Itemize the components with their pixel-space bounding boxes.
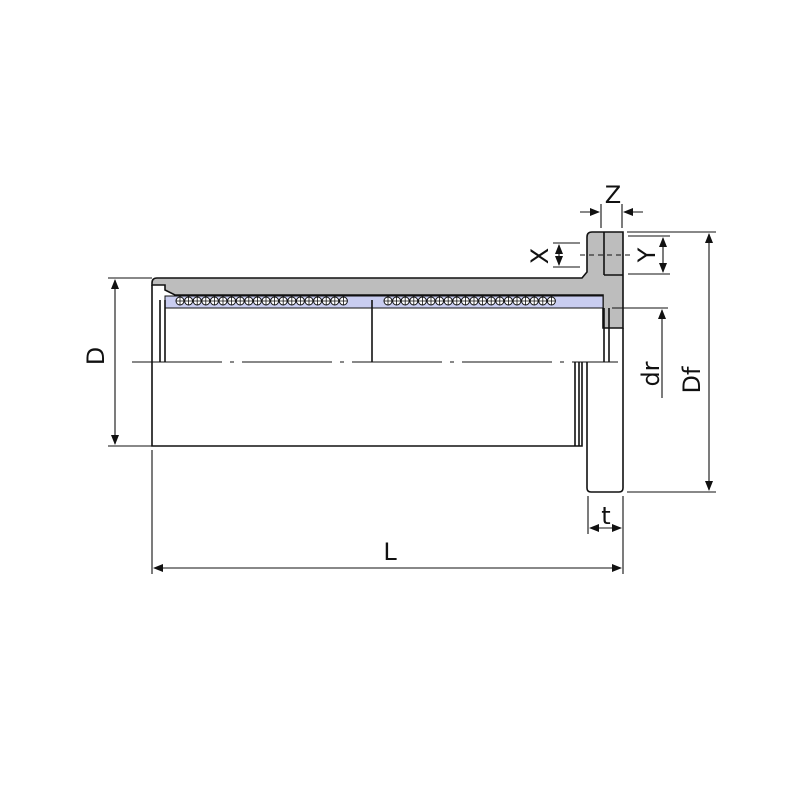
ball-cross <box>253 297 262 305</box>
sleeve-outline <box>151 285 583 447</box>
ball-row <box>175 296 556 306</box>
label-Y: Y <box>633 247 661 263</box>
ball-cross <box>495 297 504 305</box>
ball-cross <box>339 297 348 305</box>
flange-outline <box>586 328 624 493</box>
ball-cross <box>470 297 478 305</box>
ball-cross <box>201 297 210 305</box>
dimension-dr: dr <box>612 307 668 398</box>
ball-cross <box>521 297 530 305</box>
ball-cross <box>513 297 521 305</box>
ball-cross <box>287 297 296 305</box>
ball-cross <box>296 297 305 305</box>
ball-cross <box>392 297 401 305</box>
ball-cross <box>504 297 513 305</box>
ball-cross <box>244 297 253 305</box>
ball-cross <box>279 297 288 305</box>
ball-cross <box>461 297 470 305</box>
ball-cross <box>305 297 313 305</box>
label-Df: Df <box>678 366 706 393</box>
label-dr: dr <box>637 361 665 386</box>
label-Z: Z <box>605 181 621 209</box>
ball-cross <box>401 297 410 305</box>
label-X: X <box>526 248 554 264</box>
label-D: D <box>82 347 110 365</box>
ball-cross <box>236 297 245 305</box>
dimension-Z: Z <box>580 181 643 228</box>
ball-cross <box>193 297 202 305</box>
ball-cross <box>219 297 227 305</box>
ball-cross <box>384 297 392 305</box>
ball-cross <box>478 297 487 305</box>
dimension-L: L <box>151 450 624 574</box>
bushing-body <box>132 231 630 493</box>
ball-cross <box>547 297 556 305</box>
ball-cross <box>418 297 427 305</box>
ball-cross <box>487 297 496 305</box>
dimension-t: t <box>587 496 622 534</box>
ball-cross <box>270 297 279 305</box>
dimension-Y: Y <box>628 235 670 275</box>
label-t: t <box>601 502 610 530</box>
ball-cross <box>452 297 461 305</box>
ball-cross <box>176 297 184 305</box>
ball-cross <box>538 297 547 305</box>
ball-cross <box>313 297 322 305</box>
ball-cross <box>184 297 193 305</box>
ball-cross <box>210 297 219 305</box>
dimension-X: X <box>526 242 580 268</box>
label-L: L <box>383 538 397 566</box>
ball-cross <box>409 297 418 305</box>
dimension-Df: Df <box>627 231 716 493</box>
dimension-D: D <box>82 277 152 447</box>
outer-shell <box>151 231 624 329</box>
ball-cross <box>227 297 236 305</box>
ball-cross <box>322 297 331 305</box>
ball-cross <box>435 297 444 305</box>
ball-cross <box>262 297 270 305</box>
ball-cross <box>444 297 453 305</box>
ball-cross <box>530 297 539 305</box>
ball-cross <box>427 297 435 305</box>
ball-cross <box>330 297 339 305</box>
